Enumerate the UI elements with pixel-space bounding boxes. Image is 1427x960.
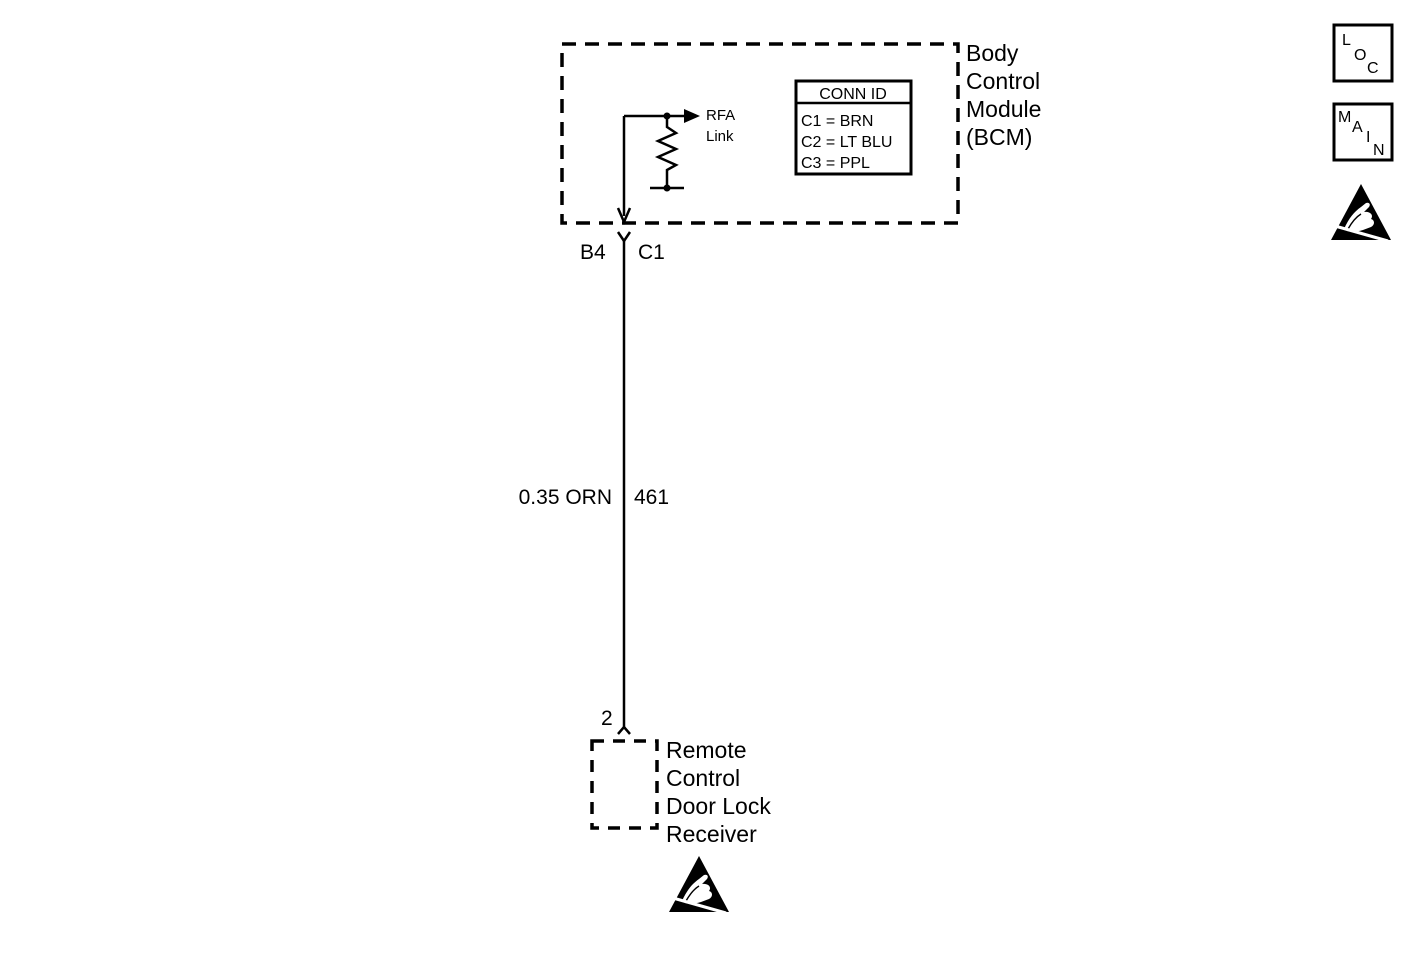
svg-text:A: A <box>1352 119 1363 136</box>
conn-id-row-c2: C2 = LT BLU <box>801 134 892 151</box>
conn-id-table: CONN ID C1 = BRN C2 = LT BLU C3 = PPL <box>794 79 913 176</box>
receiver-box <box>590 739 659 830</box>
bcm-connector-label: C1 <box>638 241 665 264</box>
rfa-link-label: RFA Link <box>706 107 739 145</box>
bcm-pin-label: B4 <box>580 241 606 264</box>
main-icon[interactable]: M A I N <box>1332 102 1394 162</box>
conn-id-row-c3: C3 = PPL <box>801 155 870 172</box>
esd-side-icon[interactable] <box>1329 182 1393 243</box>
svg-text:N: N <box>1373 142 1385 159</box>
loc-icon[interactable]: L O C <box>1332 23 1394 83</box>
pin-arrow-icon <box>616 207 632 226</box>
esd-warning-icon <box>667 854 731 915</box>
svg-text:M: M <box>1338 109 1351 126</box>
bcm-module-box <box>560 42 960 225</box>
svg-text:L: L <box>1342 32 1351 49</box>
receiver-pin-label: 2 <box>601 707 613 730</box>
svg-text:C: C <box>1367 60 1379 77</box>
wire-circuit-number: 461 <box>634 486 669 509</box>
wire-size-color: 0.35 ORN <box>519 486 612 509</box>
svg-text:O: O <box>1354 47 1366 64</box>
svg-text:I: I <box>1366 129 1370 146</box>
conn-id-title: CONN ID <box>819 86 887 103</box>
receiver-connector-symbol <box>617 725 631 735</box>
bcm-name: Body Control Module (BCM) <box>966 40 1048 150</box>
bcm-connector-symbol <box>616 231 632 244</box>
rfa-link-circuit <box>616 109 700 226</box>
rfa-arrow-icon <box>684 109 700 123</box>
receiver-name: Remote Control Door Lock Receiver <box>666 737 777 847</box>
conn-id-row-c1: C1 = BRN <box>801 113 873 130</box>
resistor-symbol <box>654 116 680 188</box>
